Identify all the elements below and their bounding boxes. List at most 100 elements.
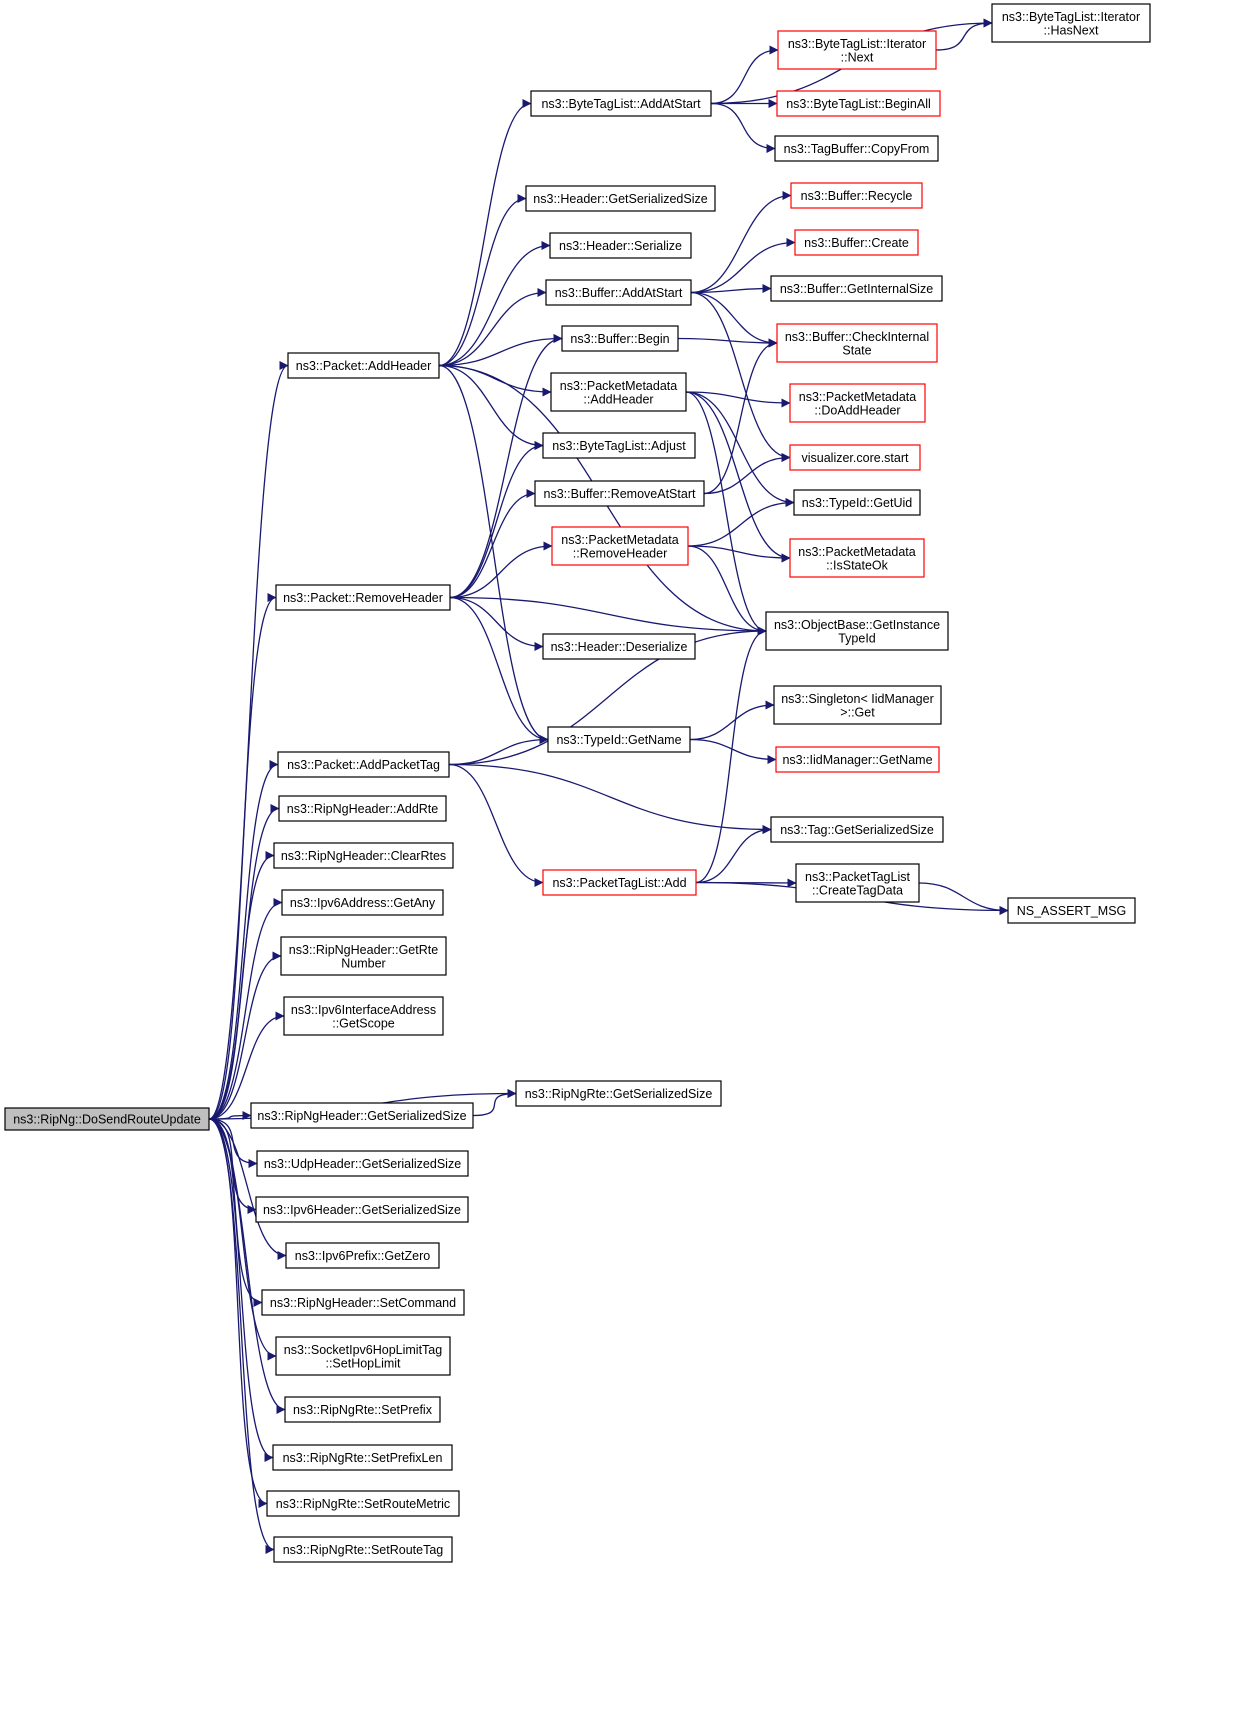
- call-edge-pkt_removeheader-to-hdr_deserialize: [449, 596, 544, 651]
- graph-node-ns-assert-msg[interactable]: NS_ASSERT_MSG: [1007, 897, 1136, 924]
- graph-node-pm-removeheader[interactable]: ns3::PacketMetadata::RemoveHeader: [551, 526, 689, 566]
- node-box: [551, 526, 689, 566]
- node-box: [278, 795, 447, 822]
- node-box: [774, 135, 939, 162]
- graph-node-hdr-serialize[interactable]: ns3::Header::Serialize: [549, 232, 692, 259]
- graph-node-ripnghdr-clearrtes[interactable]: ns3::RipNgHeader::ClearRtes: [273, 842, 454, 869]
- call-edge-buf_addatstart-to-buf_getinternalsize: [690, 284, 772, 294]
- call-edge-buf_addatstart-to-buf_create: [690, 238, 796, 294]
- graph-node-viz-core-start[interactable]: visualizer.core.start: [789, 444, 921, 471]
- graph-node-ripnghdr-getsersize[interactable]: ns3::RipNgHeader::GetSerializedSize: [250, 1102, 474, 1129]
- node-label: ns3::PacketMetadata: [799, 390, 916, 404]
- graph-node-hdr-getsersize[interactable]: ns3::Header::GetSerializedSize: [525, 185, 716, 212]
- node-label: ns3::Ipv6Prefix::GetZero: [295, 1249, 431, 1263]
- node-box: [272, 1444, 453, 1471]
- graph-node-ripngrte-setprefix[interactable]: ns3::RipNgRte::SetPrefix: [284, 1396, 441, 1423]
- call-edge-buf_begin-to-buf_checkinternal: [677, 337, 778, 348]
- graph-node-buf-create[interactable]: ns3::Buffer::Create: [794, 229, 919, 256]
- graph-node-buf-getinternalsize[interactable]: ns3::Buffer::GetInternalSize: [770, 275, 943, 302]
- graph-node-pm-addheader[interactable]: ns3::PacketMetadata::AddHeader: [550, 372, 687, 412]
- graph-node-iidmgr-getname[interactable]: ns3::IidManager::GetName: [775, 746, 940, 773]
- graph-node-ripngrte-setroutemetric[interactable]: ns3::RipNgRte::SetRouteMetric: [266, 1490, 460, 1517]
- graph-node-pkt-addpackettag[interactable]: ns3::Packet::AddPacketTag: [277, 751, 450, 778]
- node-label: ns3::RipNgRte::SetRouteMetric: [276, 1497, 450, 1511]
- call-edge-buf_addatstart-to-viz_core_start: [690, 291, 791, 462]
- graph-node-buf-addatstart[interactable]: ns3::Buffer::AddAtStart: [545, 279, 692, 306]
- node-label: State: [842, 343, 871, 357]
- call-edge-pkt_removeheader-to-pm_removeheader: [449, 541, 553, 599]
- graph-node-ripnghdr-setcommand[interactable]: ns3::RipNgHeader::SetCommand: [261, 1289, 465, 1316]
- graph-node-btl-adjust[interactable]: ns3::ByteTagList::Adjust: [542, 432, 696, 459]
- graph-node-sockhoplimit-set[interactable]: ns3::SocketIpv6HopLimitTag::SetHopLimit: [275, 1336, 451, 1376]
- call-edge-root-to-ipv6addr_getany: [208, 898, 283, 1120]
- graph-node-udphdr-getsersize[interactable]: ns3::UdpHeader::GetSerializedSize: [256, 1150, 469, 1177]
- node-label: ns3::Buffer::RemoveAtStart: [544, 487, 696, 501]
- call-edge-pm_addheader-to-typeid_getuid: [685, 391, 795, 507]
- call-edge-buf_removeatstart-to-buf_checkinternal: [703, 338, 778, 495]
- graph-node-hdr-deserialize[interactable]: ns3::Header::Deserialize: [542, 633, 696, 660]
- edge-layer: [208, 18, 1009, 1554]
- graph-node-ipv6hdr-getsersize[interactable]: ns3::Ipv6Header::GetSerializedSize: [255, 1196, 469, 1223]
- call-edge-ptl_createtagdata-to-ns_assert_msg: [918, 882, 1009, 915]
- graph-node-ptl-createtagdata[interactable]: ns3::PacketTagList::CreateTagData: [795, 863, 920, 903]
- graph-node-btli-next[interactable]: ns3::ByteTagList::Iterator::Next: [777, 30, 937, 70]
- graph-node-singleton-get[interactable]: ns3::Singleton< IidManager >::Get: [773, 685, 942, 725]
- graph-node-buf-recycle[interactable]: ns3::Buffer::Recycle: [790, 182, 923, 209]
- node-box: [280, 936, 447, 976]
- call-edge-pm_removeheader-to-typeid_getuid: [687, 498, 795, 547]
- call-edge-typeid_getname-to-singleton_get: [689, 700, 775, 741]
- graph-node-ripngrte-getsersize[interactable]: ns3::RipNgRte::GetSerializedSize: [515, 1080, 722, 1107]
- graph-node-pkt-removeheader[interactable]: ns3::Packet::RemoveHeader: [275, 584, 451, 611]
- node-label: ns3::PacketMetadata: [561, 533, 678, 547]
- node-label: ns3::Buffer::GetInternalSize: [780, 282, 933, 296]
- node-label: ::SetHopLimit: [325, 1356, 401, 1370]
- node-label: Number: [341, 956, 385, 970]
- call-edge-buf_addatstart-to-buf_recycle: [690, 191, 792, 294]
- graph-node-pkt-addheader[interactable]: ns3::Packet::AddHeader: [287, 352, 440, 379]
- graph-node-btl-addatstart[interactable]: ns3::ByteTagList::AddAtStart: [530, 90, 712, 117]
- graph-node-ptl-add[interactable]: ns3::PacketTagList::Add: [542, 869, 697, 896]
- node-label: ns3::Header::Deserialize: [551, 640, 688, 654]
- node-label: ns3::RipNg::DoSendRouteUpdate: [13, 1113, 201, 1127]
- node-label: ns3::UdpHeader::GetSerializedSize: [264, 1157, 461, 1171]
- node-box: [542, 633, 696, 660]
- call-edge-pkt_addpackettag-to-tag_getsersize: [448, 763, 772, 834]
- node-label: ns3::SocketIpv6HopLimitTag: [284, 1343, 442, 1357]
- graph-node-ipv6addr-getany[interactable]: ns3::Ipv6Address::GetAny: [281, 889, 444, 916]
- call-edge-ptl_add-to-tag_getsersize: [695, 825, 772, 884]
- graph-node-ipv6prefix-getzero[interactable]: ns3::Ipv6Prefix::GetZero: [285, 1242, 440, 1269]
- call-edge-pkt_addheader-to-buf_addatstart: [438, 288, 547, 367]
- node-label: ns3::PacketTagList: [805, 870, 910, 884]
- node-label: ::HasNext: [1044, 23, 1099, 37]
- node-box: [534, 480, 705, 507]
- graph-node-buf-removeatstart[interactable]: ns3::Buffer::RemoveAtStart: [534, 480, 705, 507]
- node-label: ns3::IidManager::GetName: [782, 753, 932, 767]
- graph-node-buf-begin[interactable]: ns3::Buffer::Begin: [561, 325, 679, 352]
- graph-node-typeid-getuid[interactable]: ns3::TypeId::GetUid: [793, 489, 921, 516]
- node-box: [793, 489, 921, 516]
- node-box: [770, 816, 944, 843]
- graph-node-pm-isstateok[interactable]: ns3::PacketMetadata::IsStateOk: [789, 538, 925, 578]
- graph-node-ripngrte-setroutetag[interactable]: ns3::RipNgRte::SetRouteTag: [273, 1536, 453, 1563]
- graph-node-btl-beginall[interactable]: ns3::ByteTagList::BeginAll: [776, 90, 941, 117]
- node-box: [794, 229, 919, 256]
- call-edge-buf_removeatstart-to-viz_core_start: [703, 453, 791, 495]
- graph-node-root[interactable]: ns3::RipNg::DoSendRouteUpdate: [4, 1107, 210, 1131]
- graph-node-ripnghdr-addrte[interactable]: ns3::RipNgHeader::AddRte: [278, 795, 447, 822]
- graph-node-tagbuf-copyfrom[interactable]: ns3::TagBuffer::CopyFrom: [774, 135, 939, 162]
- graph-node-tag-getsersize[interactable]: ns3::Tag::GetSerializedSize: [770, 816, 944, 843]
- graph-node-ipv6ifaddr-getscope[interactable]: ns3::Ipv6InterfaceAddress::GetScope: [283, 996, 444, 1036]
- graph-node-ripngrte-setprefixlen[interactable]: ns3::RipNgRte::SetPrefixLen: [272, 1444, 453, 1471]
- call-edge-pkt_removeheader-to-btl_adjust: [449, 441, 544, 599]
- call-edge-pkt_removeheader-to-typeid_getname: [449, 596, 549, 744]
- graph-node-btli-hasnext[interactable]: ns3::ByteTagList::Iterator::HasNext: [991, 3, 1151, 43]
- node-label: ns3::ByteTagList::Iterator: [788, 37, 926, 51]
- graph-node-pm-doaddheader[interactable]: ns3::PacketMetadata::DoAddHeader: [789, 383, 926, 423]
- call-edge-pm_addheader-to-pm_isstateok: [685, 391, 791, 563]
- node-label: ::AddHeader: [583, 392, 653, 406]
- graph-node-typeid-getname[interactable]: ns3::TypeId::GetName: [547, 726, 691, 753]
